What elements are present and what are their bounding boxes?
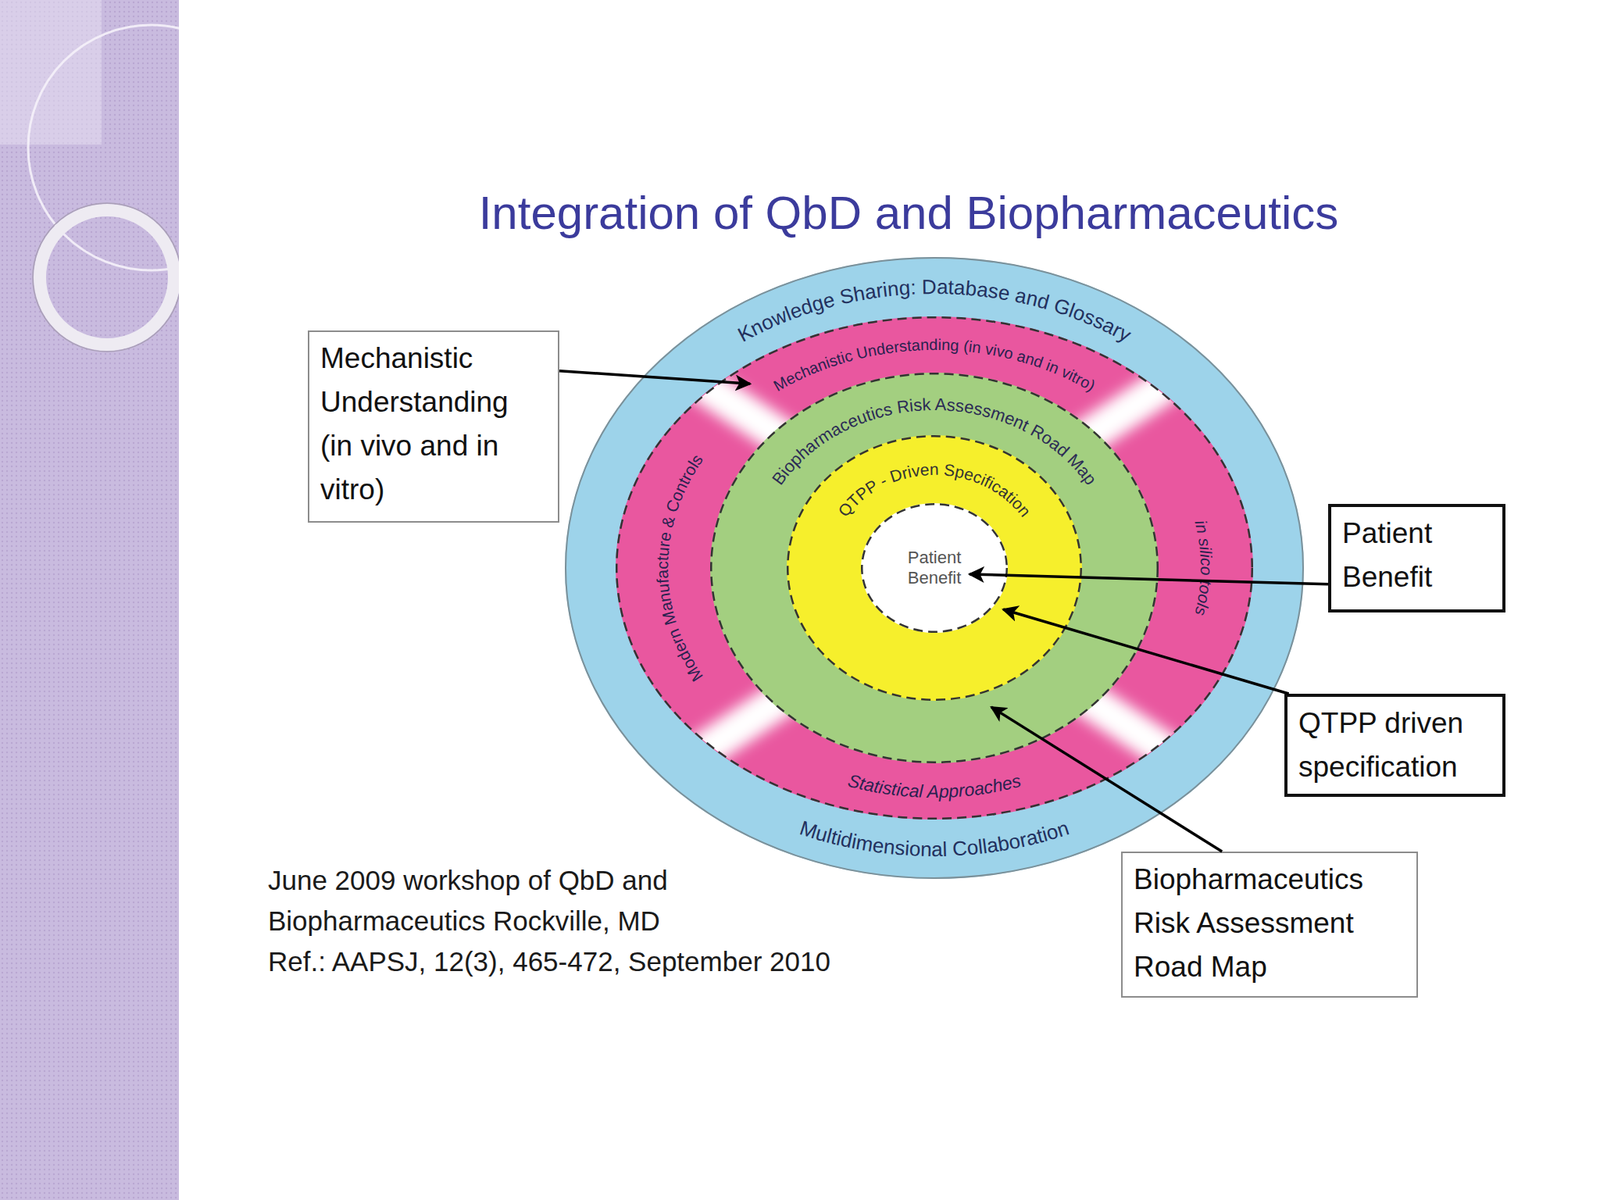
ring-label: in silico tools [1191,517,1216,618]
sidebar-fill [0,0,179,1200]
decor-ring-edge [32,203,179,352]
ring-fill [615,316,1254,820]
callout-text: Patient Benefit [1342,511,1492,600]
ring-label: Statistical Approaches [846,770,1024,802]
caption-text: June 2009 workshop of QbD and Biopharmac… [267,860,737,942]
callout-text: QTPP driven specification [1298,701,1492,790]
ring-outline [710,373,1158,763]
ring-outline [565,257,1304,879]
callout-box: Mechanistic Understanding (in vivo and i… [307,330,560,523]
ring-outline [787,435,1082,700]
slide-title: Integration of QbD and Biopharmaceutics [439,185,1378,241]
green-ring-band: Biopharmaceutics Risk Assessment Road Ma… [710,372,1159,764]
outer-ring-band: Knowledge Sharing: Database and Glossary… [564,257,1304,879]
callout-box: Patient Benefit [1328,503,1506,613]
callout-arrow [1003,609,1290,694]
callout-text: Biopharmaceutics Risk Assessment Road Ma… [1133,857,1406,990]
pink-ring-band: Mechanistic Understanding (in vivo and i… [615,316,1254,820]
reference-note: Ref.: AAPSJ, 12(3), 465-472, September 2… [267,941,831,983]
callout-arrow [991,707,1222,852]
center-text: Patient Benefit [860,503,1008,633]
callout-arrow [559,371,750,385]
ring-outline [616,317,1253,819]
center-circle: Patient Benefit [860,503,1008,633]
callout-box: Biopharmaceutics Risk Assessment Road Ma… [1121,851,1418,998]
callout-box: QTPP driven specification [1284,693,1506,797]
callout-arrow [969,574,1329,585]
ring-label: Modern Manufacture & Controls [653,450,707,686]
ring-label: Multidimensional Collaboration [796,815,1072,861]
ring-fill [710,372,1159,764]
callout-text: Mechanistic Understanding (in vivo and i… [320,336,547,512]
sidebar [0,0,179,1200]
decor-ring [39,210,175,345]
ring-fill [860,503,1008,633]
ring-fill [786,435,1083,701]
yellow-ring-band: QTPP - Driven SpecificationPatient Benef… [786,435,1083,701]
ring-fill [564,257,1304,879]
sidebar-highlight [0,0,102,145]
